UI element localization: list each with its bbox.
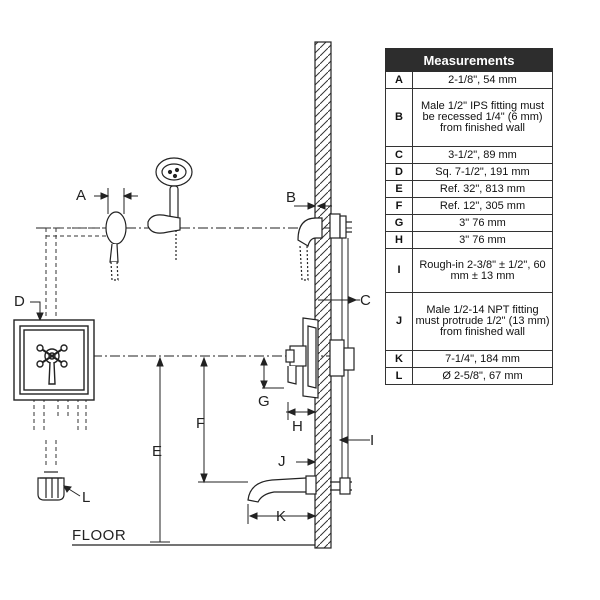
dimension-h <box>286 402 317 420</box>
left-hidden-pipes <box>33 227 108 466</box>
wall <box>314 41 332 549</box>
wall-supply-elbow <box>297 213 352 281</box>
dimension-g <box>260 356 284 390</box>
dimension-a <box>94 188 138 214</box>
label-b: B <box>286 189 296 206</box>
label-f: F <box>196 415 205 432</box>
dimension-f <box>198 356 248 484</box>
dimension-k <box>247 504 317 524</box>
label-c: C <box>360 292 371 309</box>
label-l: L <box>82 489 90 506</box>
handshower <box>147 157 193 262</box>
shower-arm-flange <box>37 471 65 501</box>
tub-spout <box>247 475 352 503</box>
floor-label: FLOOR <box>72 527 126 544</box>
label-g: G <box>258 393 270 410</box>
label-j: J <box>278 453 286 470</box>
label-h: H <box>292 418 303 435</box>
handshower-wall-mount <box>105 211 127 281</box>
dimension-c <box>318 296 360 304</box>
label-d: D <box>14 293 25 310</box>
dimension-j <box>296 448 317 470</box>
dimension-e <box>150 356 170 543</box>
dimension-d <box>30 301 44 322</box>
label-k: K <box>276 508 286 525</box>
dimension-i <box>338 436 370 444</box>
valve-trim-front <box>13 319 95 401</box>
valve-trim-side <box>285 317 355 399</box>
dimension-b <box>294 202 332 210</box>
label-e: E <box>152 443 162 460</box>
label-a: A <box>76 187 86 204</box>
dimension-l <box>63 485 81 497</box>
label-i: I <box>370 432 374 449</box>
measurements-title: Measurements <box>385 48 553 72</box>
